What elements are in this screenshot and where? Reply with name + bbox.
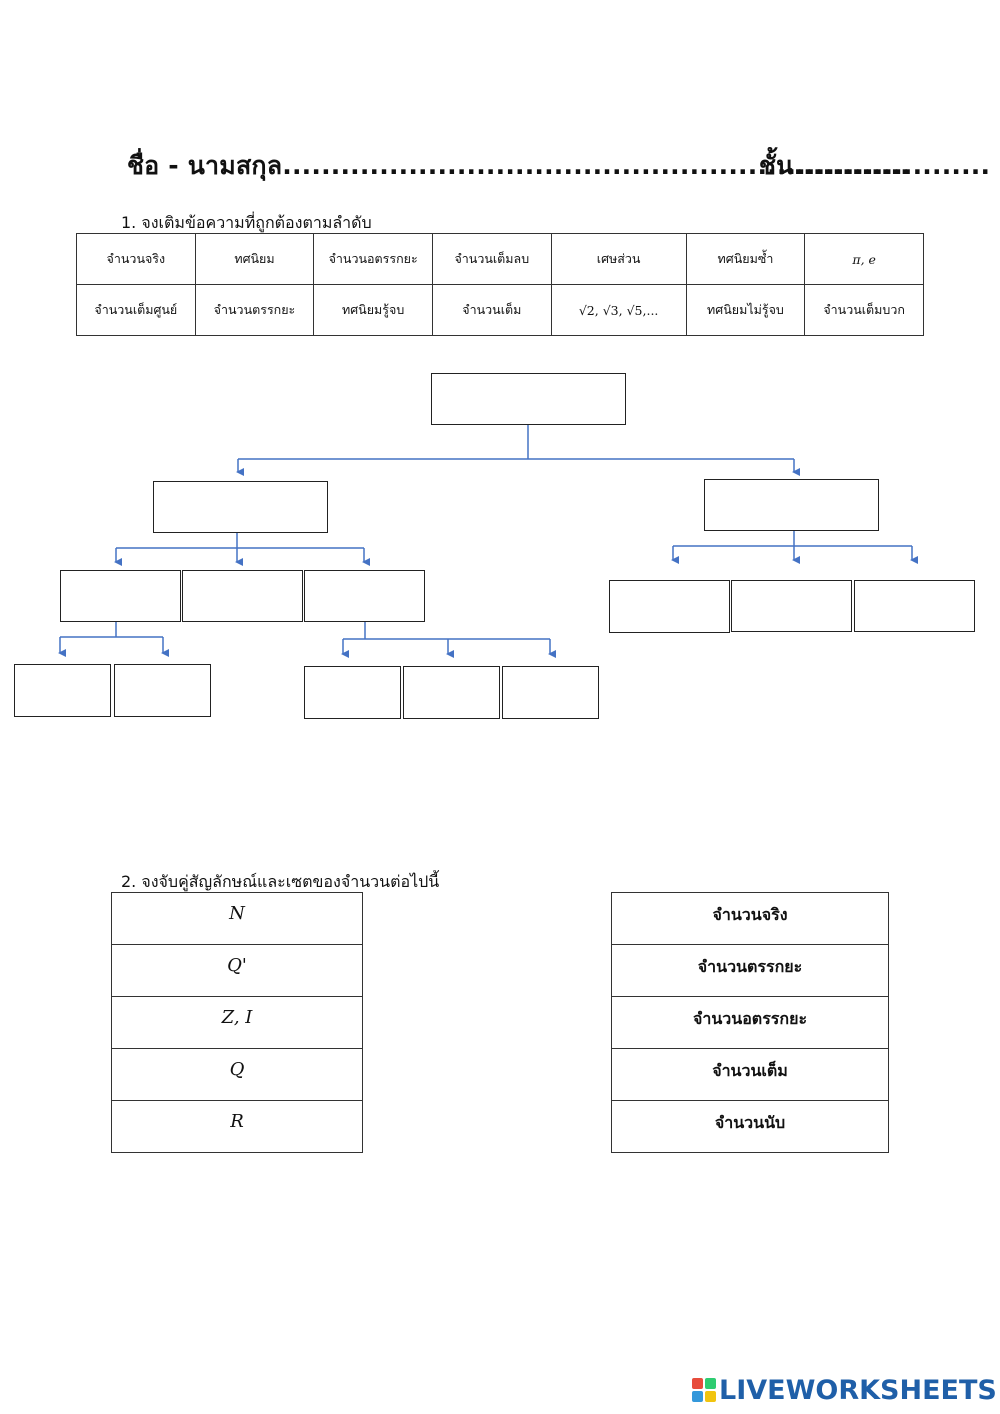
word-bank-cell: ทศนิยมรู้จบ [313, 284, 433, 336]
symbol-item[interactable]: R [111, 1100, 363, 1153]
tree-answer-box[interactable] [403, 666, 500, 719]
symbol-item[interactable]: Q' [111, 944, 363, 997]
word-bank-cell: จำนวนอตรรกยะ [313, 233, 433, 285]
symbol-item[interactable]: N [111, 892, 363, 945]
word-bank-table: จำนวนจริง ทศนิยม จำนวนอตรรกยะ จำนวนเต็มล… [76, 233, 924, 336]
word-bank-cell: จำนวนเต็มลบ [431, 233, 552, 285]
logo-text: LIVEWORKSHEETS [719, 1374, 997, 1406]
set-name-item[interactable]: จำนวนนับ [611, 1100, 889, 1153]
tree-answer-box[interactable] [60, 570, 181, 622]
tree-answer-box-root[interactable] [431, 373, 626, 425]
word-bank-cell: จำนวนเต็มบวก [804, 284, 924, 336]
word-bank-cell: ทศนิยมไม่รู้จบ [685, 284, 806, 336]
tree-connectors [58, 424, 918, 658]
tree-answer-box[interactable] [502, 666, 599, 719]
tree-answer-box[interactable] [304, 666, 401, 719]
symbol-item[interactable]: Z, I [111, 996, 363, 1049]
tree-answer-box[interactable] [609, 580, 730, 633]
word-bank-row: จำนวนจริง ทศนิยม จำนวนอตรรกยะ จำนวนเต็มล… [76, 233, 924, 285]
tree-answer-box[interactable] [854, 580, 975, 632]
set-name-list: จำนวนจริง จำนวนตรรกยะ จำนวนอตรรกยะ จำนวน… [611, 892, 889, 1153]
question-1-title: 1. จงเติมข้อความที่ถูกต้องตามลำดับ [121, 213, 372, 232]
word-bank-cell: จำนวนตรรกยะ [194, 284, 315, 336]
name-field-label: ชื่อ - นามสกุล..........................… [127, 151, 991, 180]
tree-answer-box[interactable] [304, 570, 425, 622]
set-name-item[interactable]: จำนวนเต็ม [611, 1048, 889, 1101]
student-info-header: ชื่อ - นามสกุล..........................… [127, 146, 990, 186]
word-bank-row: จำนวนเต็มศูนย์ จำนวนตรรกยะ ทศนิยมรู้จบ จ… [76, 284, 924, 336]
tree-answer-box[interactable] [182, 570, 303, 622]
word-bank-cell: ทศนิยม [194, 233, 315, 285]
word-bank-cell: จำนวนจริง [76, 233, 196, 285]
set-name-item[interactable]: จำนวนตรรกยะ [611, 944, 889, 997]
symbol-list: N Q' Z, I Q R [111, 892, 363, 1153]
symbol-item[interactable]: Q [111, 1048, 363, 1101]
set-name-item[interactable]: จำนวนอตรรกยะ [611, 996, 889, 1049]
tree-answer-box[interactable] [731, 580, 852, 632]
word-bank-cell: จำนวนเต็ม [431, 284, 552, 336]
word-bank-cell: √2, √3, √5,... [550, 284, 687, 336]
word-bank-cell: จำนวนเต็มศูนย์ [76, 284, 196, 336]
word-bank-cell: ทศนิยมซ้ำ [685, 233, 806, 285]
tree-answer-box[interactable] [704, 479, 879, 531]
grade-field-label: ชั้น............ [759, 151, 910, 180]
liveworksheets-logo: LIVEWORKSHEETS [692, 1372, 997, 1408]
tree-answer-box[interactable] [114, 664, 211, 717]
tree-answer-box[interactable] [153, 481, 328, 533]
logo-tiles-icon [692, 1378, 716, 1402]
set-name-item[interactable]: จำนวนจริง [611, 892, 889, 945]
question-2-title: 2. จงจับคู่สัญลักษณ์และเซตของจำนวนต่อไปน… [121, 872, 440, 891]
word-bank-cell: π, e [804, 233, 924, 285]
tree-answer-box[interactable] [14, 664, 111, 717]
